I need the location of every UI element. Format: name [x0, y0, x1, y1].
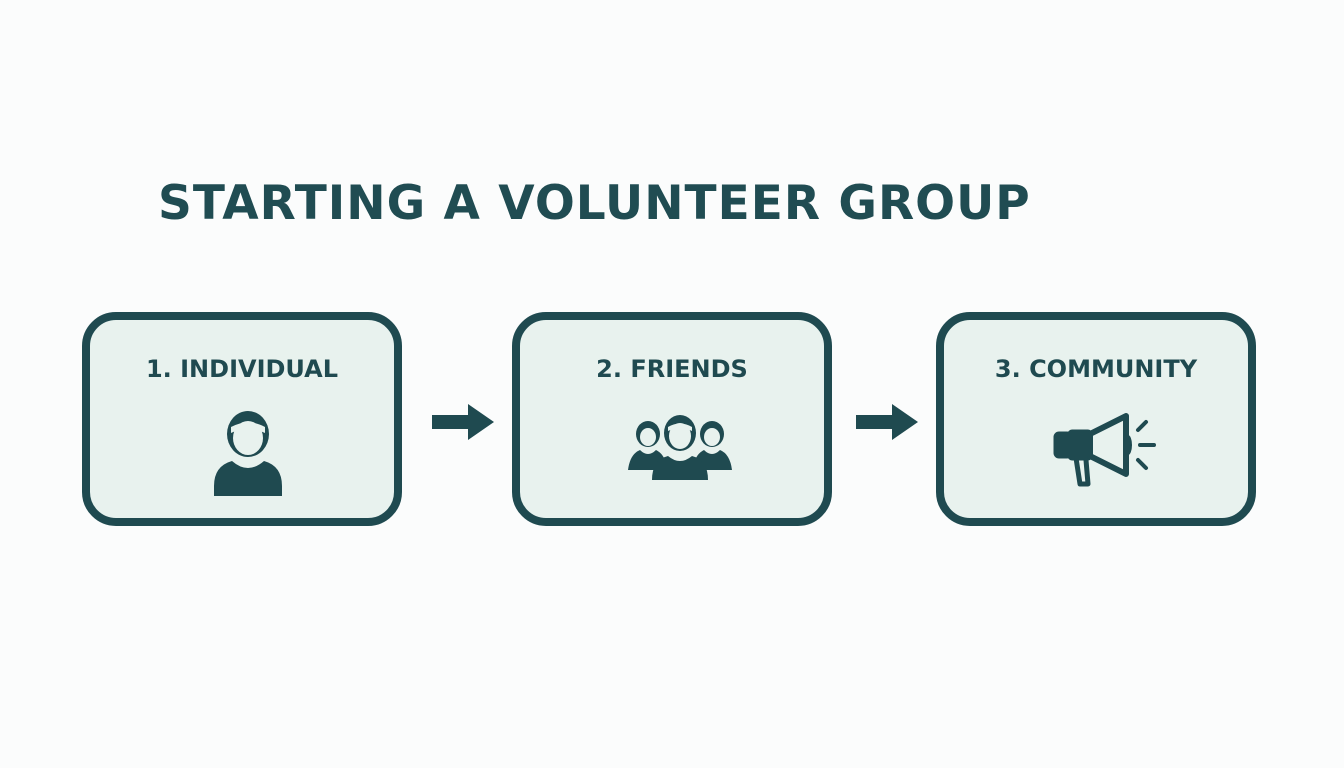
arrow-right-icon	[428, 400, 500, 444]
step-community-box: 3. COMMUNITY	[936, 312, 1256, 526]
group-icon	[628, 415, 732, 480]
step-friends-box: 2. FRIENDS	[512, 312, 832, 526]
step-friends-label: 2. FRIENDS	[596, 355, 748, 383]
page-title: STARTING A VOLUNTEER GROUP	[158, 176, 1031, 231]
step-individual-label: 1. INDIVIDUAL	[145, 355, 339, 383]
step-community-label: 3. COMMUNITY	[994, 355, 1198, 383]
arrow-right-icon	[852, 400, 924, 444]
person-icon	[214, 411, 282, 496]
megaphone-icon	[1053, 413, 1156, 487]
step-individual-box: 1. INDIVIDUAL	[82, 312, 402, 526]
